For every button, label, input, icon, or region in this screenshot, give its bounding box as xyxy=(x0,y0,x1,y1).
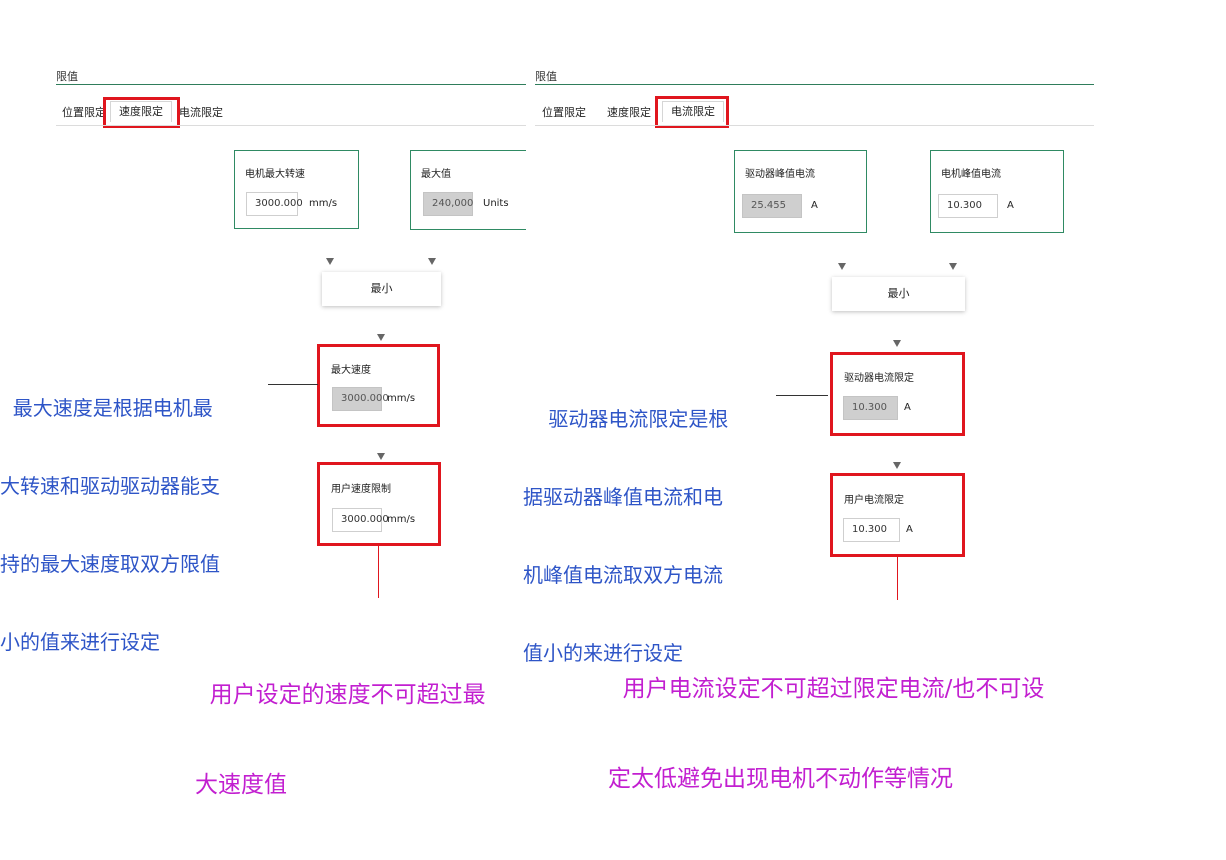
user-speed-highlight xyxy=(317,462,441,546)
motor-peak-current-input[interactable]: 10.300 xyxy=(938,194,998,218)
arrow-down-icon xyxy=(377,334,385,341)
max-value-unit: Units xyxy=(483,198,509,209)
drive-current-limit-input: 10.300 xyxy=(843,396,898,420)
left-section-title: 限值 xyxy=(56,70,78,83)
card-max-value: 最大值 240,000 Units xyxy=(410,150,526,230)
arrow-down-icon xyxy=(893,462,901,469)
user-current-limit-unit: A xyxy=(906,524,913,535)
drive-current-limit-unit: A xyxy=(904,402,911,413)
card-motor-peak-current: 电机峰值电流 10.300 A xyxy=(930,150,1064,233)
left-tab-speed[interactable]: 速度限定 xyxy=(110,101,172,122)
left-tab-highlight xyxy=(103,97,180,128)
arrow-down-icon xyxy=(377,453,385,460)
max-speed-unit: mm/s xyxy=(387,393,416,404)
card-drive-peak-current: 驱动器峰值电流 25.455 A xyxy=(734,150,867,233)
right-blue-line-1: 驱动器电流限定是根 xyxy=(523,407,729,431)
card-motor-max-speed: 电机最大转速 3000.000 mm/s xyxy=(234,150,359,229)
user-speed-limit-input[interactable]: 3000.000 xyxy=(332,508,389,532)
left-magenta-annotation: 用户设定的速度不可超过最 大速度值 xyxy=(195,620,486,860)
left-tab-divider xyxy=(56,125,526,126)
right-tab-current[interactable]: 电流限定 xyxy=(662,101,724,122)
left-section-divider xyxy=(56,84,526,85)
right-magenta-annotation: 用户电流设定不可超过限定电流/也不可设 定太低避免出现电机不动作等情况 xyxy=(608,614,1044,854)
right-section-title: 限值 xyxy=(535,70,557,83)
right-tab-highlight xyxy=(655,96,729,128)
max-speed-input: 3000.000 xyxy=(332,387,389,411)
user-speed-limit-title: 用户速度限制 xyxy=(331,484,391,495)
right-tab-position[interactable]: 位置限定 xyxy=(542,106,586,119)
left-tab-position[interactable]: 位置限定 xyxy=(62,106,106,119)
drive-current-limit-title: 驱动器电流限定 xyxy=(844,373,914,384)
max-speed-title: 最大速度 xyxy=(331,365,371,376)
arrow-down-icon xyxy=(326,258,334,265)
right-blue-connector xyxy=(776,395,828,396)
motor-peak-current-title: 电机峰值电流 xyxy=(941,169,1001,180)
right-blue-annotation: 驱动器电流限定是根 据驱动器峰值电流和电 机峰值电流取双方电流 值小的来进行设定 xyxy=(523,354,793,718)
right-magenta-connector xyxy=(897,557,898,600)
drive-peak-current-unit: A xyxy=(811,200,818,211)
left-tab-current[interactable]: 电流限定 xyxy=(179,106,223,119)
arrow-down-icon xyxy=(893,340,901,347)
left-blue-connector xyxy=(268,384,318,385)
left-magenta-connector xyxy=(378,546,379,598)
right-blue-line-3: 机峰值电流取双方电流 xyxy=(523,563,723,587)
drive-peak-current-input: 25.455 xyxy=(742,194,802,218)
card-max-value-clip: 最大值 240,000 Units xyxy=(410,150,526,232)
left-blue-line-3: 持的最大速度取双方限值 xyxy=(0,552,220,576)
right-blue-line-4: 值小的来进行设定 xyxy=(523,641,683,665)
card-user-current-limit: 用户电流限定 10.300 A xyxy=(833,476,962,554)
right-tab-divider xyxy=(535,125,1094,126)
user-current-limit-title: 用户电流限定 xyxy=(844,495,904,506)
right-min-block: 最小 xyxy=(832,277,965,311)
motor-max-speed-title: 电机最大转速 xyxy=(245,169,305,180)
user-speed-limit-unit: mm/s xyxy=(387,514,416,525)
motor-max-speed-unit: mm/s xyxy=(309,198,338,209)
left-min-block: 最小 xyxy=(322,272,441,306)
arrow-down-icon xyxy=(428,258,436,265)
left-magenta-line-2: 大速度值 xyxy=(195,772,287,798)
left-blue-annotation: 最大速度是根据电机最 大转速和驱动驱动器能支 持的最大速度取双方限值 小的值来进… xyxy=(0,343,270,707)
motor-max-speed-input[interactable]: 3000.000 xyxy=(246,192,303,216)
max-value-input: 240,000 xyxy=(423,192,473,216)
card-drive-current-limit: 驱动器电流限定 10.300 A xyxy=(833,354,962,433)
drive-peak-current-title: 驱动器峰值电流 xyxy=(745,169,815,180)
left-blue-line-4: 小的值来进行设定 xyxy=(0,630,160,654)
max-speed-highlight xyxy=(317,344,440,427)
right-magenta-line-1: 用户电流设定不可超过限定电流/也不可设 xyxy=(608,676,1045,702)
arrow-down-icon xyxy=(949,263,957,270)
right-section-divider xyxy=(535,84,1094,85)
right-tab-speed[interactable]: 速度限定 xyxy=(607,106,651,119)
drive-current-limit-highlight xyxy=(830,352,965,436)
user-current-highlight xyxy=(830,473,965,557)
left-blue-line-2: 大转速和驱动驱动器能支 xyxy=(0,474,220,498)
max-value-title: 最大值 xyxy=(421,169,451,180)
right-blue-line-2: 据驱动器峰值电流和电 xyxy=(523,485,723,509)
arrow-down-icon xyxy=(838,263,846,270)
motor-peak-current-unit: A xyxy=(1007,200,1014,211)
card-max-speed: 最大速度 3000.000 mm/s xyxy=(320,346,438,426)
left-magenta-line-1: 用户设定的速度不可超过最 xyxy=(195,682,486,708)
right-magenta-line-2: 定太低避免出现电机不动作等情况 xyxy=(608,766,953,792)
card-user-speed-limit: 用户速度限制 3000.000 mm/s xyxy=(320,465,438,545)
left-blue-line-1: 最大速度是根据电机最 xyxy=(0,396,213,420)
user-current-limit-input[interactable]: 10.300 xyxy=(843,518,900,542)
